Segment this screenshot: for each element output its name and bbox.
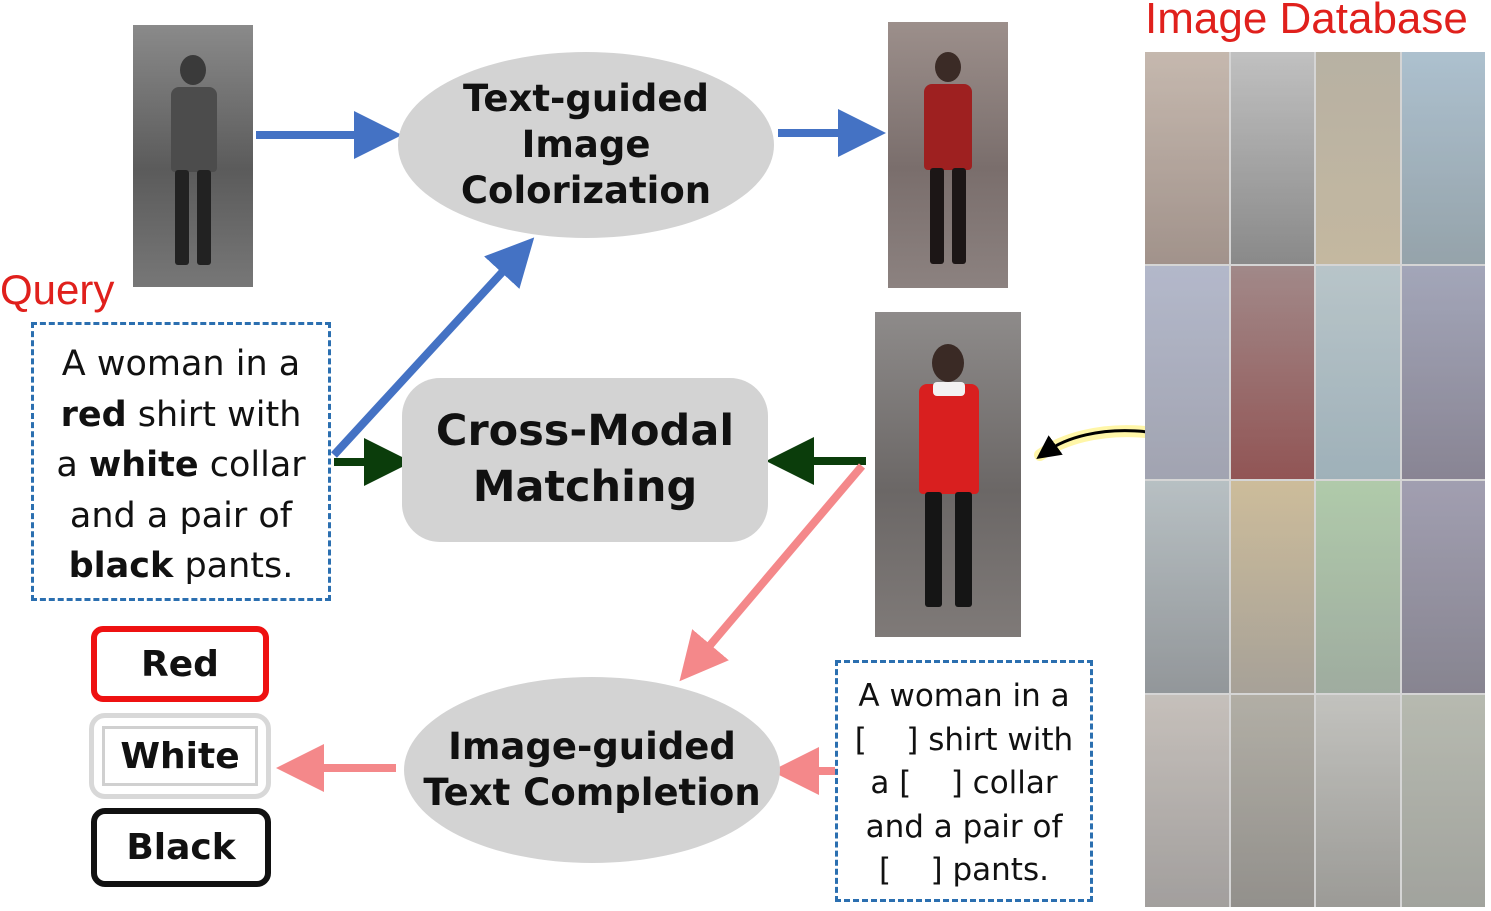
image-database-grid	[1145, 52, 1485, 907]
database-image	[1316, 480, 1400, 693]
cross-modal-matching-node: Cross-Modal Matching	[402, 378, 768, 542]
database-image	[1230, 694, 1314, 907]
masked-line: A woman in a	[858, 678, 1070, 714]
masked-line: [ ] shirt with	[854, 721, 1074, 758]
answer-black-box: Black	[91, 808, 271, 887]
query-title: Query	[0, 266, 115, 313]
arrow-photo-to-completion	[679, 463, 866, 682]
query-line: a white collar	[56, 445, 306, 485]
query-line: and a pair of	[69, 495, 293, 536]
database-image	[1230, 266, 1314, 479]
database-image	[1401, 52, 1485, 265]
masked-text-box: A woman in a [ ] shirt with a [ ] collar…	[835, 660, 1093, 902]
masked-line: [ ] pants.	[879, 852, 1049, 888]
candidate-pedestrian-image	[875, 312, 1021, 637]
database-image	[1145, 52, 1229, 265]
query-line: A woman in a	[61, 344, 301, 384]
database-image	[1401, 266, 1485, 479]
text-guided-colorization-node: Text-guided Image Colorization	[398, 52, 774, 238]
database-image	[1316, 52, 1400, 265]
database-image	[1230, 52, 1314, 265]
answer-red-box: Red	[91, 626, 269, 702]
query-line: black pants.	[68, 546, 294, 586]
query-keyword-red: red	[60, 394, 127, 435]
colorized-pedestrian-image	[888, 22, 1008, 288]
answer-white-box: White	[89, 713, 271, 799]
image-guided-text-completion-node: Image-guided Text Completion	[404, 677, 780, 863]
arrow-query-to-colorization	[331, 237, 535, 458]
database-image	[1401, 694, 1485, 907]
database-image	[1145, 266, 1229, 479]
database-image	[1316, 694, 1400, 907]
query-text-box: A woman in a red shirt with a white coll…	[31, 322, 331, 601]
database-image	[1230, 480, 1314, 693]
database-image	[1316, 266, 1400, 479]
masked-line: a [ ] collar	[870, 765, 1058, 801]
masked-line: and a pair of	[865, 808, 1063, 845]
database-image	[1401, 480, 1485, 693]
database-overlay	[1145, 52, 1485, 907]
query-keyword-white: white	[88, 445, 199, 485]
database-image	[1145, 694, 1229, 907]
database-image	[1145, 480, 1229, 693]
image-database-title: Image Database	[1145, 0, 1468, 43]
grayscale-pedestrian-image	[133, 25, 253, 287]
query-keyword-black: black	[68, 546, 174, 586]
query-line: red shirt with	[60, 394, 302, 435]
